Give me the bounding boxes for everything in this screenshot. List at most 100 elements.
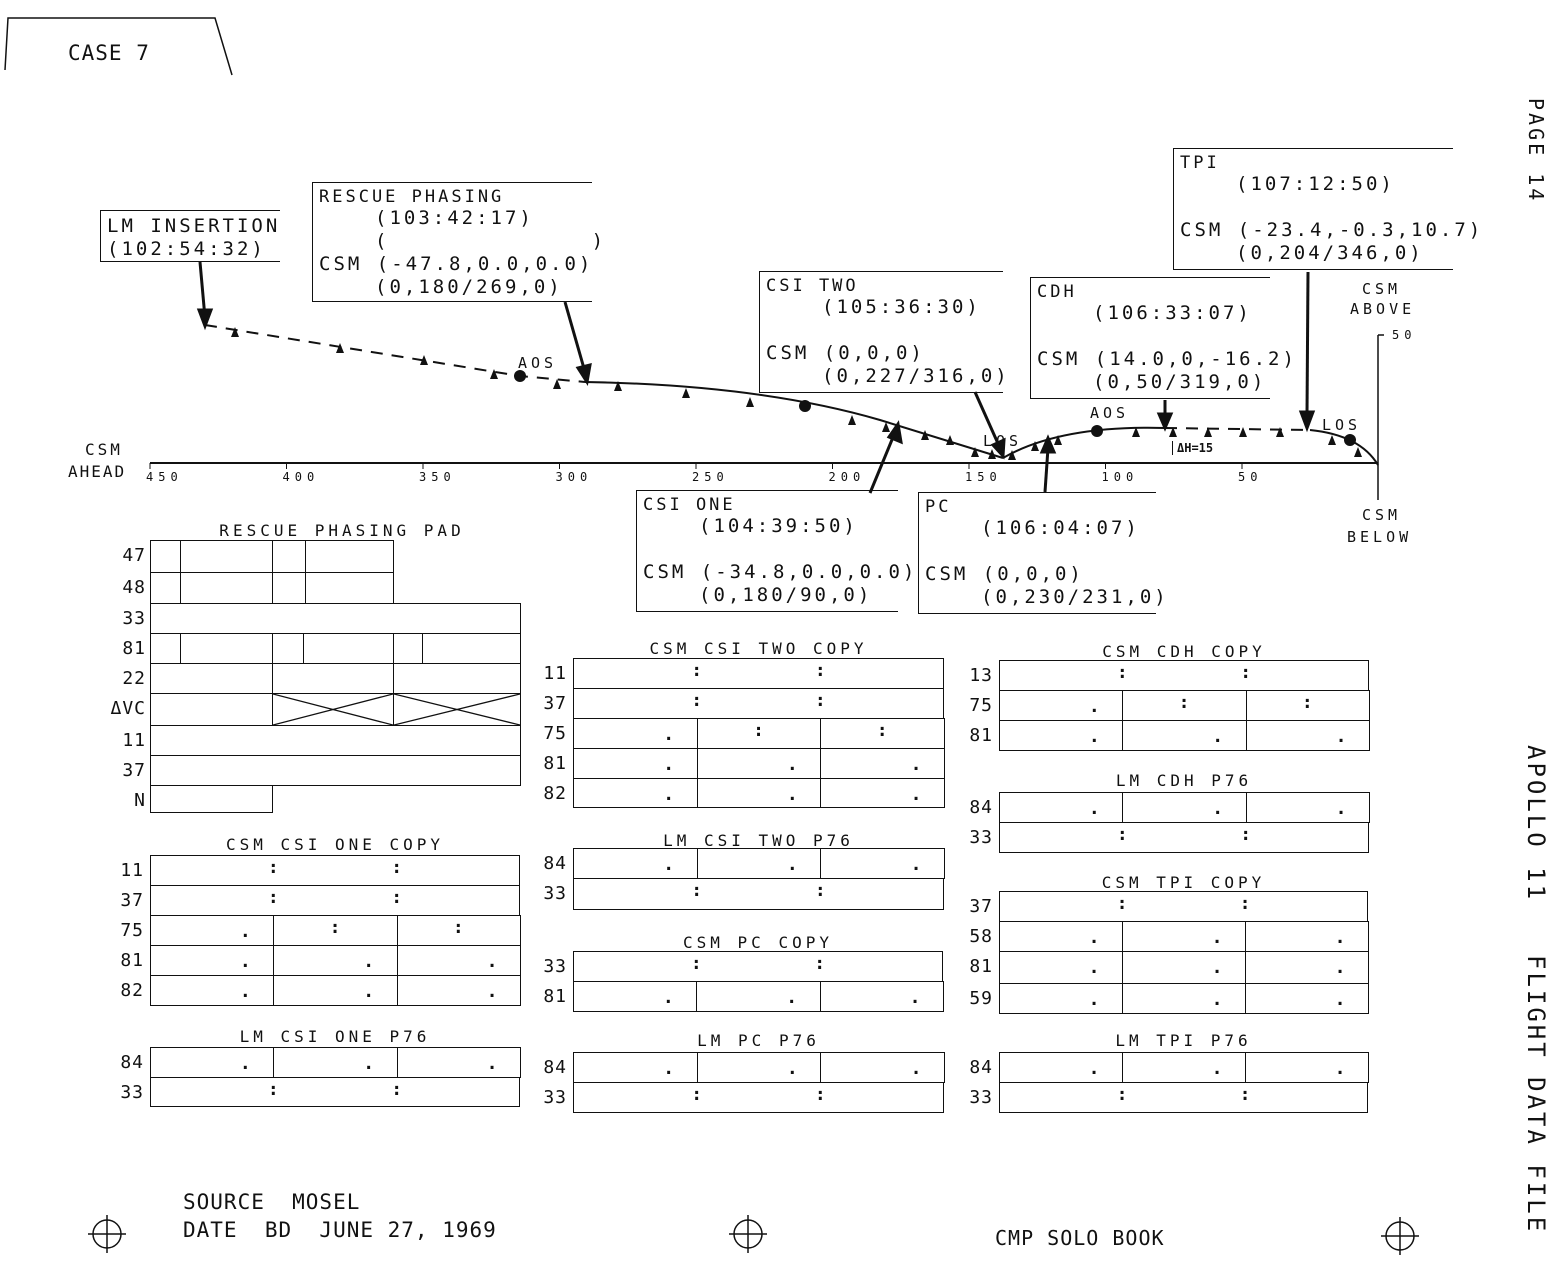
pad-input-cell[interactable] — [573, 951, 943, 982]
pad-input-cell[interactable] — [820, 748, 945, 779]
pad-input-cell[interactable] — [999, 1082, 1368, 1113]
axis-tick-label: 350 — [419, 470, 456, 484]
pad-input-cell[interactable] — [573, 848, 698, 879]
pad-input-cell[interactable] — [150, 855, 520, 886]
callout-rescue-phasing: RESCUE PHASING (103:42:17) ( ) CSM (-47.… — [312, 182, 603, 302]
pad-input-cell[interactable] — [820, 848, 945, 879]
pad-input-cell[interactable] — [271, 693, 395, 726]
decimal-point: . — [1088, 798, 1100, 819]
pad-input-cell[interactable] — [150, 633, 181, 664]
pad-input-cell[interactable] — [696, 748, 822, 779]
pad-input-cell[interactable] — [696, 778, 822, 808]
tracking-triangle-marker — [1204, 427, 1212, 437]
pad-input-cell[interactable] — [573, 1082, 944, 1113]
pad-input-cell[interactable] — [573, 658, 944, 689]
pad-input-cell[interactable] — [150, 975, 275, 1006]
pad-input-cell[interactable] — [1245, 1052, 1369, 1083]
pad-input-cell[interactable] — [999, 951, 1123, 984]
pad-input-cell[interactable] — [1245, 792, 1370, 823]
pad-title: LM PC P76 — [697, 1031, 820, 1050]
pad-input-cell[interactable] — [272, 663, 394, 694]
pad-input-cell[interactable] — [999, 921, 1123, 952]
pad-input-cell[interactable] — [999, 983, 1123, 1014]
pad-input-cell[interactable] — [696, 1052, 822, 1083]
pad-input-cell[interactable] — [150, 725, 521, 756]
pad-input-cell[interactable] — [820, 778, 945, 808]
row-label: 82 — [120, 980, 144, 1001]
pad-input-cell[interactable] — [150, 1047, 275, 1078]
pad-input-cell[interactable] — [999, 891, 1368, 922]
pad-input-cell[interactable] — [819, 981, 944, 1012]
pad-input-cell[interactable] — [1245, 983, 1369, 1014]
tracking-triangle-marker — [420, 355, 428, 365]
decimal-point: . — [1211, 957, 1223, 978]
pad-input-cell[interactable] — [305, 572, 394, 604]
pad-input-cell[interactable] — [422, 633, 521, 664]
pad-input-cell[interactable] — [273, 1047, 398, 1078]
pad-input-cell[interactable] — [573, 748, 698, 779]
pad-input-cell[interactable] — [150, 603, 521, 634]
pad-input-cell[interactable] — [696, 981, 821, 1012]
pad-input-cell[interactable] — [273, 975, 398, 1006]
pad-input-cell[interactable] — [180, 572, 273, 604]
pad-input-cell[interactable] — [150, 693, 273, 726]
decimal-point: . — [786, 754, 798, 775]
pad-input-cell[interactable] — [999, 720, 1124, 751]
pad-input-cell[interactable] — [1122, 792, 1247, 823]
pad-input-cell[interactable] — [573, 718, 698, 749]
pad-input-cell[interactable] — [180, 540, 273, 573]
pad-input-cell[interactable] — [180, 633, 273, 664]
pad-input-cell[interactable] — [150, 785, 273, 813]
pad-input-cell[interactable] — [150, 540, 181, 573]
pad-input-cell[interactable] — [573, 688, 944, 719]
pad-input-cell[interactable] — [150, 885, 520, 916]
pad-input-cell[interactable] — [1122, 720, 1247, 751]
pad-input-cell[interactable] — [272, 540, 306, 573]
row-label: 81 — [122, 638, 146, 659]
pad-input-cell[interactable] — [573, 981, 698, 1012]
pad-input-cell[interactable] — [1245, 921, 1369, 952]
axis-tick-label: 400 — [282, 470, 320, 484]
decimal-point: . — [239, 1053, 251, 1074]
pad-input-cell[interactable] — [396, 1047, 521, 1078]
pad-input-cell[interactable] — [573, 778, 698, 808]
pad-input-cell[interactable] — [396, 945, 521, 976]
pad-input-cell[interactable] — [305, 540, 394, 573]
aos-marker — [1091, 425, 1103, 437]
pad-input-cell[interactable] — [1245, 951, 1369, 984]
pad-input-cell[interactable] — [1122, 983, 1246, 1014]
pad-input-cell[interactable] — [393, 633, 423, 664]
pad-input-cell[interactable] — [393, 663, 521, 694]
pad-input-cell[interactable] — [573, 1052, 698, 1083]
pad-input-cell[interactable] — [999, 1052, 1123, 1083]
tracking-triangle-marker — [1008, 450, 1016, 460]
pad-input-cell[interactable] — [820, 1052, 945, 1083]
pad-input-cell[interactable] — [272, 572, 306, 604]
pad-input-cell[interactable] — [150, 1077, 520, 1107]
pad-input-cell[interactable] — [999, 792, 1124, 823]
decimal-point: . — [1088, 989, 1100, 1010]
pad-input-cell[interactable] — [303, 633, 394, 664]
pad-input-cell[interactable] — [273, 945, 398, 976]
pad-input-cell[interactable] — [150, 572, 181, 604]
pad-input-cell[interactable] — [150, 663, 273, 694]
pad-input-cell[interactable] — [1122, 1052, 1246, 1083]
pad-input-cell[interactable] — [150, 755, 521, 786]
row-label: 58 — [969, 926, 993, 947]
pad-input-cell[interactable] — [999, 822, 1369, 853]
pad-input-cell[interactable] — [1122, 951, 1246, 984]
pad-input-cell[interactable] — [999, 690, 1124, 721]
pad-input-cell[interactable] — [1245, 720, 1370, 751]
decimal-point: . — [1088, 927, 1100, 948]
pad-input-cell[interactable] — [396, 975, 521, 1006]
pad-input-cell[interactable] — [150, 945, 275, 976]
pad-input-cell[interactable] — [999, 660, 1369, 691]
pad-input-cell[interactable] — [573, 878, 944, 910]
pad-input-cell[interactable] — [150, 915, 275, 946]
pad-input-cell[interactable] — [272, 633, 304, 664]
pad-input-cell[interactable] — [1122, 921, 1246, 952]
pad-input-cell[interactable] — [392, 693, 522, 726]
pad-input-cell[interactable] — [696, 848, 822, 879]
